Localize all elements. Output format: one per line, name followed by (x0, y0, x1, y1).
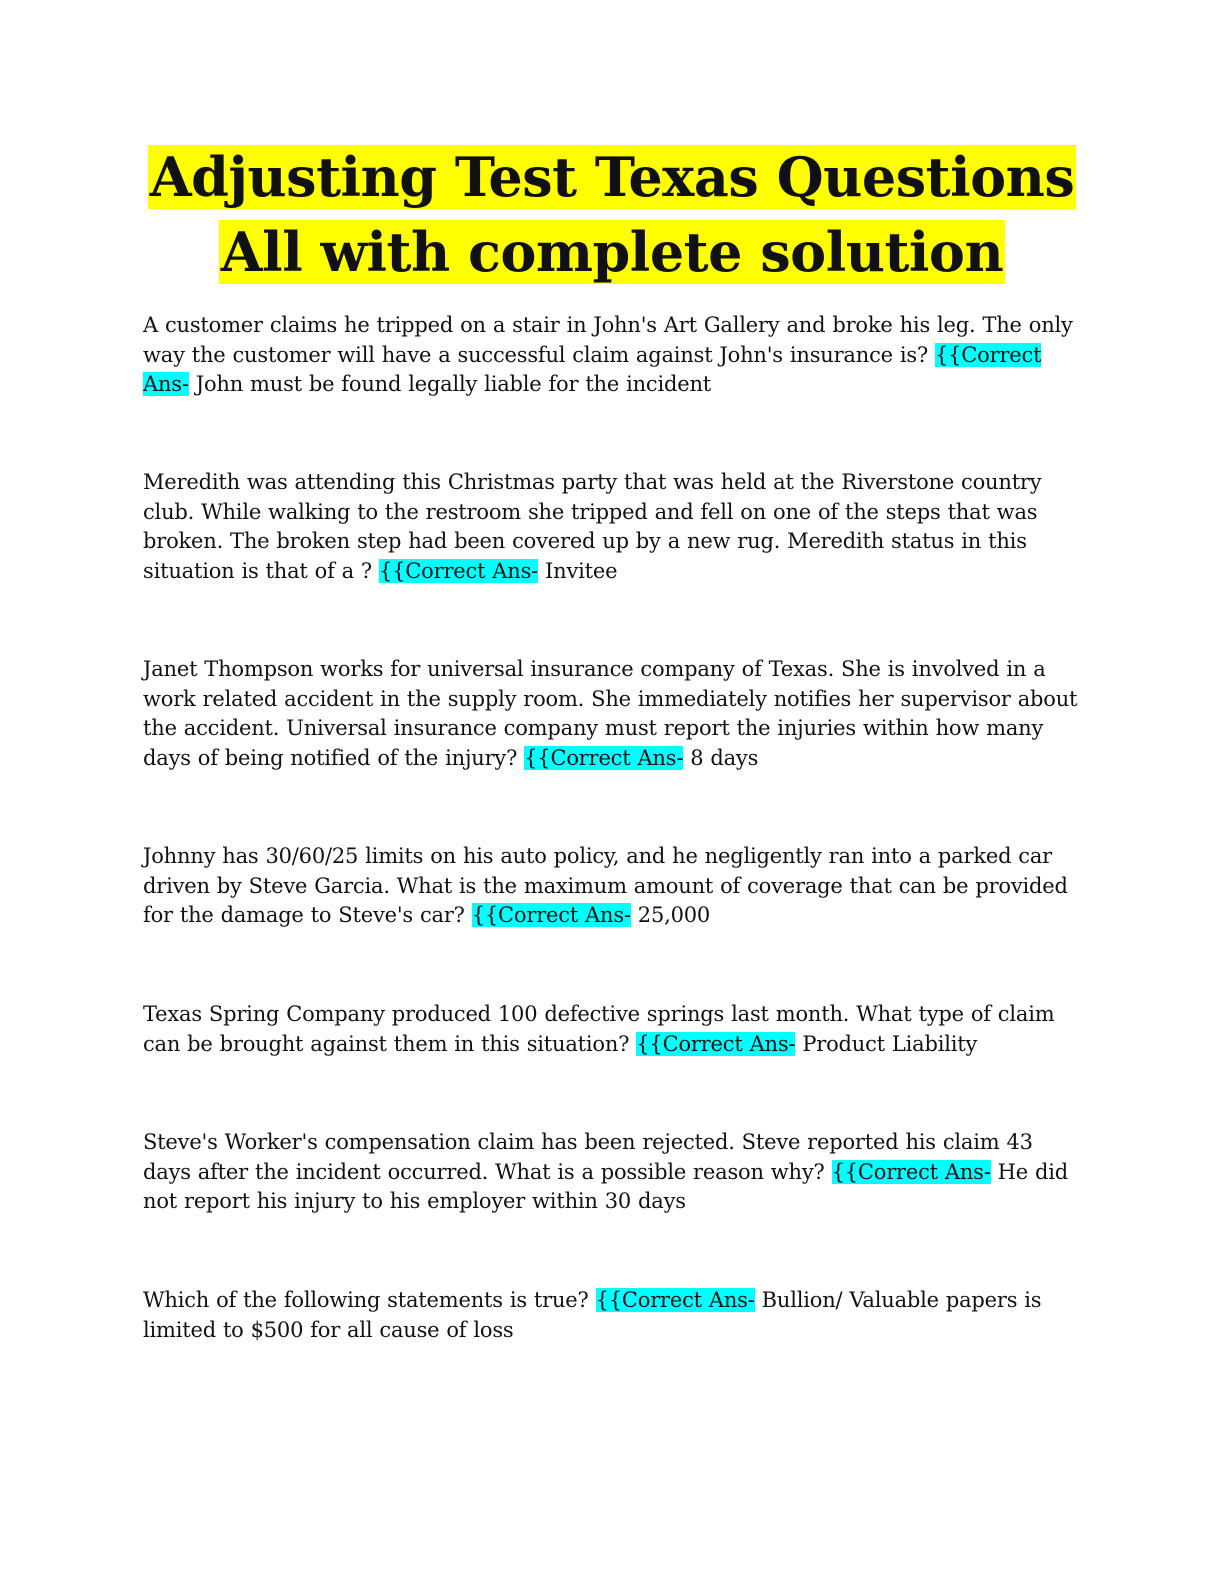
document-title: Adjusting Test Texas Questions All with … (0, 140, 1224, 290)
answer-text: He did not report his injury to his empl… (143, 1159, 1068, 1214)
question-text: A customer claims he tripped on a stair … (143, 313, 1073, 367)
qa-item-4: Johnny has 30/60/25 limits on his auto p… (143, 842, 1083, 931)
qa-item-6: Steve's Worker's compensation claim has … (143, 1128, 1083, 1217)
correct-answer-marker: {{Correct Ans- (595, 1288, 755, 1312)
qa-item-5: Texas Spring Company produced 100 defect… (143, 1000, 1083, 1059)
qa-item-7: Which of the following statements is tru… (143, 1286, 1083, 1345)
qa-item-2: Meredith was attending this Christmas pa… (143, 468, 1083, 587)
correct-answer-marker: {{Correct Ans- (524, 746, 684, 771)
answer-text: 25,000 (637, 903, 711, 928)
question-text: Johnny has 30/60/25 limits on his auto p… (143, 844, 1068, 928)
answer-text: Product Liability (802, 1031, 978, 1056)
answer-text: 8 days (690, 746, 759, 771)
title-line-2: All with complete solution (218, 220, 1006, 284)
qa-item-1: A customer claims he tripped on a stair … (143, 311, 1083, 400)
answer-text: Bullion/ Valuable papers is limited to $… (143, 1288, 1042, 1342)
answer-text: Invitee (545, 559, 618, 584)
correct-answer-marker: {{Correct Ans- (636, 1031, 796, 1056)
question-text: Steve's Worker's compensation claim has … (143, 1130, 1033, 1184)
correct-answer-marker: {{Correct Ans- (831, 1159, 991, 1184)
qa-item-3: Janet Thompson works for universal insur… (143, 655, 1083, 774)
question-text: Which of the following statements is tru… (143, 1288, 589, 1312)
question-text: Texas Spring Company produced 100 defect… (143, 1002, 1055, 1056)
question-text: Janet Thompson works for universal insur… (143, 657, 1078, 771)
correct-answer-marker: {{Correct Ans- (471, 903, 631, 928)
correct-answer-marker: {{Correct Ans- (378, 559, 539, 584)
question-text: Meredith was attending this Christmas pa… (143, 470, 1042, 584)
answer-text: John must be found legally liable for th… (195, 372, 712, 397)
title-line-1: Adjusting Test Texas Questions (147, 145, 1077, 209)
